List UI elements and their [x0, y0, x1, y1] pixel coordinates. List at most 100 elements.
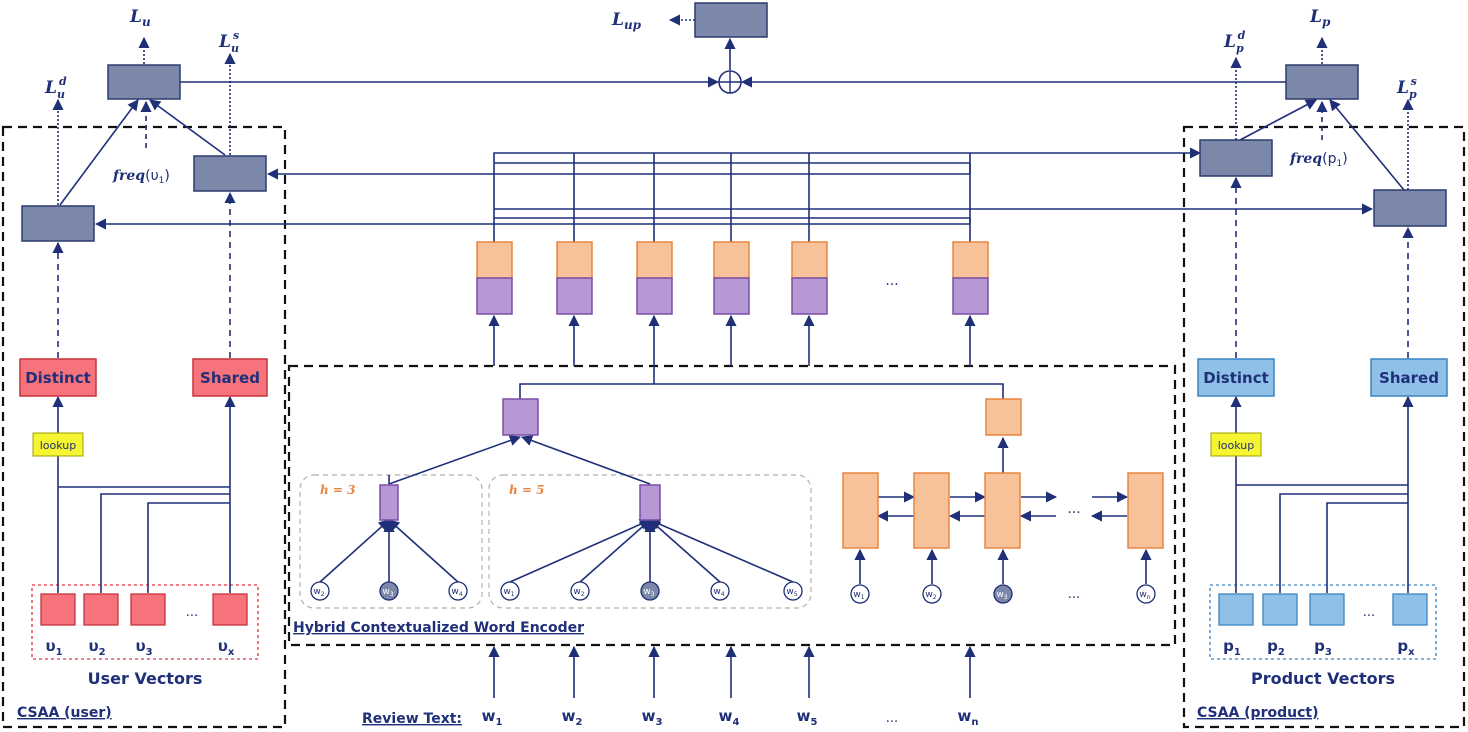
review-word: w3	[642, 707, 663, 728]
context-orange-cell	[556, 241, 593, 279]
encoder-label: Hybrid Contextualized Word Encoder	[293, 620, 584, 636]
user-final-box	[107, 64, 181, 100]
product-vector-boxes	[1218, 593, 1428, 626]
product-lookup-box	[1210, 432, 1262, 457]
rnn-cell	[984, 472, 1021, 549]
word-token-label: w1	[503, 587, 514, 598]
context-orange-cell	[791, 241, 828, 279]
dark-boxes	[21, 2, 1447, 242]
product-distinct-box	[1197, 358, 1275, 397]
vector-label: px	[1397, 637, 1415, 658]
context-orange-cell	[713, 241, 750, 279]
word-token-label: w2	[573, 587, 584, 598]
product-lookup-label: lookup	[1218, 439, 1255, 452]
word-token-circle	[500, 581, 520, 601]
rnn-cell	[913, 472, 950, 549]
vector-box	[1392, 593, 1428, 626]
word-token-label: w3	[382, 587, 393, 598]
context-purple-cell	[791, 277, 828, 315]
vector-box	[130, 593, 166, 626]
vector-box	[40, 593, 76, 626]
review-word: w4	[719, 707, 740, 728]
review-word: w2	[562, 707, 583, 728]
rnn-ellipsis: ...	[1067, 501, 1080, 517]
review-text-label: Review Text:	[362, 711, 462, 727]
vector-label: υ2	[88, 637, 105, 658]
joint-box	[694, 2, 768, 38]
review-ellipsis: ...	[886, 711, 898, 726]
user-distinct-attn-box	[21, 205, 95, 242]
word-token-label: w3	[643, 587, 654, 598]
loss-l-u-d: Lud	[44, 75, 67, 101]
word-token-label: wn	[1139, 590, 1150, 601]
product-vectors-label: Product Vectors	[1251, 669, 1395, 688]
vector-label: p2	[1267, 637, 1285, 658]
loss-l-p-d: Lpd	[1223, 29, 1246, 55]
user-lookup-box	[32, 432, 84, 457]
word-token-circle	[922, 584, 942, 604]
context-orange-cell	[636, 241, 673, 279]
cnn-h5-frame	[488, 474, 812, 609]
context-orange-cell	[476, 241, 513, 279]
user-vectors-label: User Vectors	[88, 669, 203, 688]
loss-l-up: Lup	[611, 10, 642, 32]
csaa-product-frame	[1182, 125, 1466, 729]
word-token-circle	[570, 581, 590, 601]
word-token-label: w2	[925, 590, 936, 601]
word-token-label: w4	[713, 587, 724, 598]
rnn-word-ellipsis: ...	[1068, 587, 1080, 602]
word-token-circle	[379, 581, 399, 601]
encoder-frame	[287, 364, 1177, 647]
user-vector-boxes	[40, 593, 248, 626]
user-distinct-box	[19, 358, 97, 397]
context-purple-cell	[952, 277, 989, 315]
review-word: w5	[797, 707, 818, 728]
user-lookup-label: lookup	[40, 439, 77, 452]
rnn-cell	[842, 472, 879, 549]
vector-label: p3	[1314, 637, 1332, 658]
context-purple-cell	[476, 277, 513, 315]
user-distinct-label: Distinct	[25, 369, 91, 387]
rnn-cells	[842, 472, 1164, 549]
vector-label: p1	[1223, 637, 1241, 658]
loss-l-p-s: Lps	[1396, 75, 1417, 101]
word-token-circle	[448, 581, 468, 601]
word-token-circle	[710, 581, 730, 601]
context-orange-cell	[952, 241, 989, 279]
word-token-circle	[850, 584, 870, 604]
product-distinct-label: Distinct	[1203, 369, 1269, 387]
loss-l-u-s: Lus	[218, 29, 239, 55]
vector-box	[212, 593, 248, 626]
word-token-label: w3	[996, 590, 1007, 601]
context-purple-cell	[713, 277, 750, 315]
cnn-pooled-node	[502, 398, 539, 436]
vector-box	[1218, 593, 1254, 626]
connections	[52, 14, 1414, 698]
csaa-user-frame	[1, 125, 287, 729]
user-shared-label: Shared	[200, 369, 260, 387]
word-token-circle	[993, 584, 1013, 604]
product-shared-attn-box	[1373, 189, 1447, 227]
user-shared-box	[192, 358, 268, 397]
vector-box	[83, 593, 119, 626]
product-shared-box	[1370, 358, 1448, 397]
cnn-h3-label: h = 3	[320, 483, 355, 497]
word-token-circle	[783, 581, 803, 601]
rnn-final-node	[985, 398, 1022, 436]
freq-product-label: freq(p1)	[1289, 151, 1348, 169]
contextual-word-columns	[476, 241, 989, 315]
word-token-label: w5	[786, 587, 797, 598]
vector-label: υ1	[45, 637, 62, 658]
product-vectors-ellipsis: ...	[1363, 605, 1375, 620]
context-purple-cell	[556, 277, 593, 315]
word-columns-ellipsis: ...	[885, 273, 898, 289]
product-vector-labels: p1 p2 p3 px	[1223, 637, 1415, 658]
product-distinct-attn-box	[1199, 139, 1273, 177]
word-token-circle	[1136, 584, 1156, 604]
vector-box	[1262, 593, 1298, 626]
vector-box	[1309, 593, 1345, 626]
